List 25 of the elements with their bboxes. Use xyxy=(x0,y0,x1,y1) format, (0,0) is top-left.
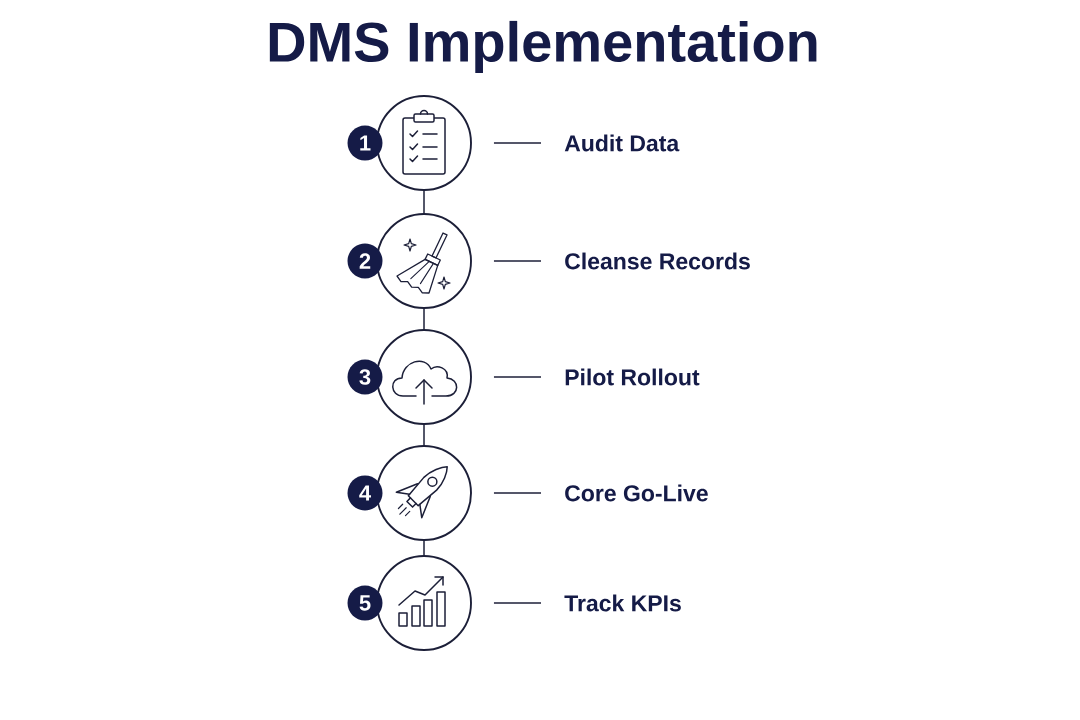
connector-line xyxy=(423,540,425,556)
leader-line xyxy=(493,142,542,144)
step-circle xyxy=(376,555,472,651)
step-circle xyxy=(376,95,472,191)
step-circle xyxy=(376,213,472,309)
step-label: Pilot Rollout xyxy=(565,368,700,386)
connector-line xyxy=(423,424,425,446)
step-circle xyxy=(376,445,472,541)
step-circle xyxy=(376,329,472,425)
number-badge: 3 xyxy=(347,359,383,395)
leader-line xyxy=(493,376,542,378)
number-badge: 2 xyxy=(347,243,383,279)
step-label: Cleanse Records xyxy=(565,252,750,270)
number-badge: 5 xyxy=(347,585,383,621)
connector-line xyxy=(423,308,425,330)
step-label: Track KPIs xyxy=(564,594,681,612)
step-label: Audit Data xyxy=(564,134,680,152)
leader-line xyxy=(493,602,542,604)
connector-line xyxy=(423,190,425,214)
title: DMS Implementation xyxy=(269,20,817,74)
step-label: Core Go-Live xyxy=(565,484,708,502)
number-badge: 4 xyxy=(347,475,383,511)
number-badge: 1 xyxy=(347,125,383,161)
leader-line xyxy=(493,260,542,262)
leader-line xyxy=(493,492,542,494)
